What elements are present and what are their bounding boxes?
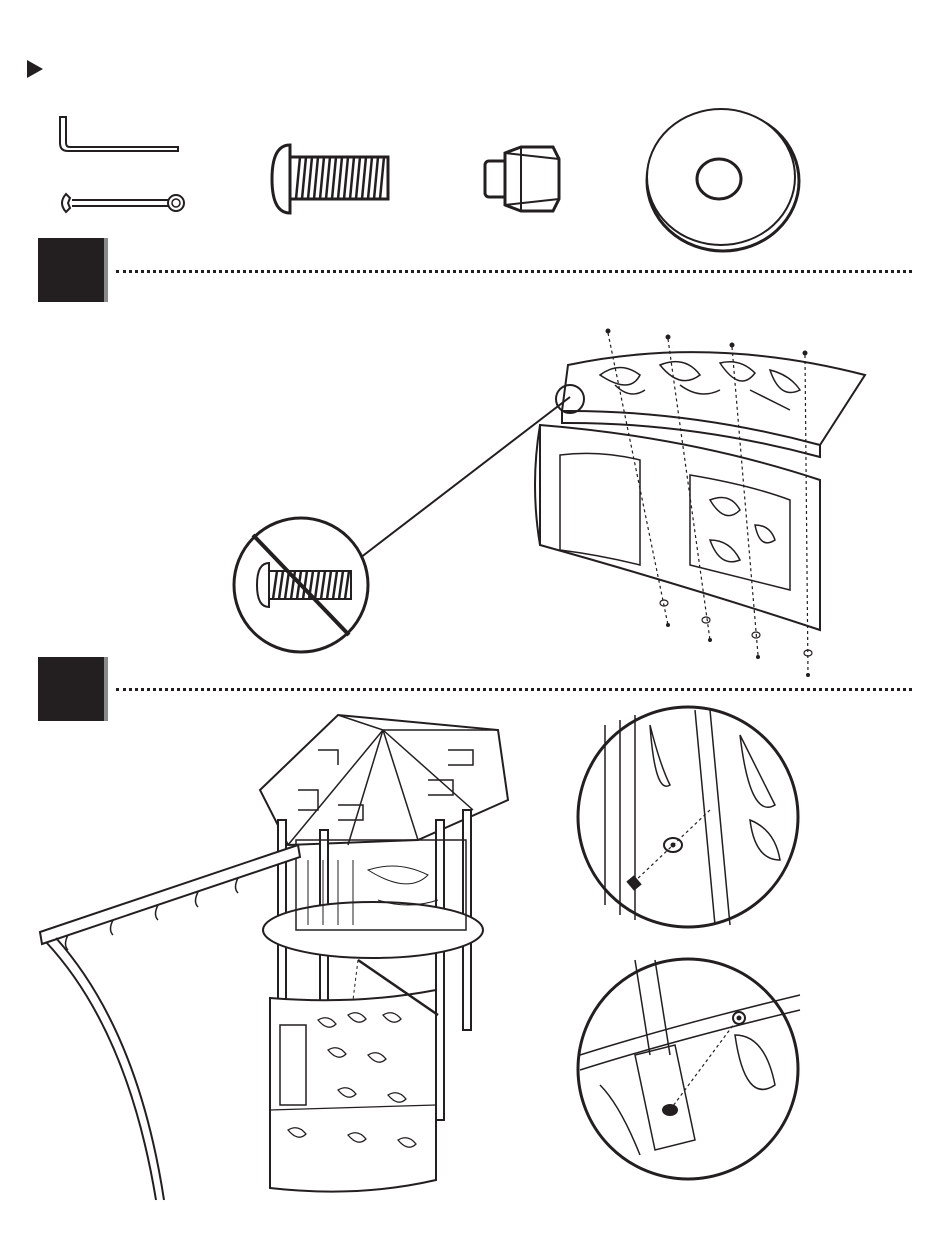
step-1-badge — [38, 238, 108, 302]
playset-tower-diagram — [38, 710, 508, 1210]
callout-leader-line — [360, 395, 572, 560]
step-divider — [116, 270, 912, 273]
lock-nut-icon — [483, 145, 563, 215]
step-divider — [116, 688, 912, 691]
step-number — [38, 238, 104, 302]
hex-key-icon — [58, 115, 183, 155]
play-triangle-icon — [27, 60, 45, 80]
flat-washer-icon — [643, 103, 803, 253]
no-bolt-icon — [231, 515, 371, 655]
button-head-bolt-icon — [270, 143, 395, 215]
wrench-icon — [58, 190, 188, 216]
roof-panel-assembly-diagram — [520, 325, 880, 685]
washer-bolt-detail-icon — [575, 705, 805, 930]
bolt-slot-detail-icon — [575, 955, 805, 1185]
